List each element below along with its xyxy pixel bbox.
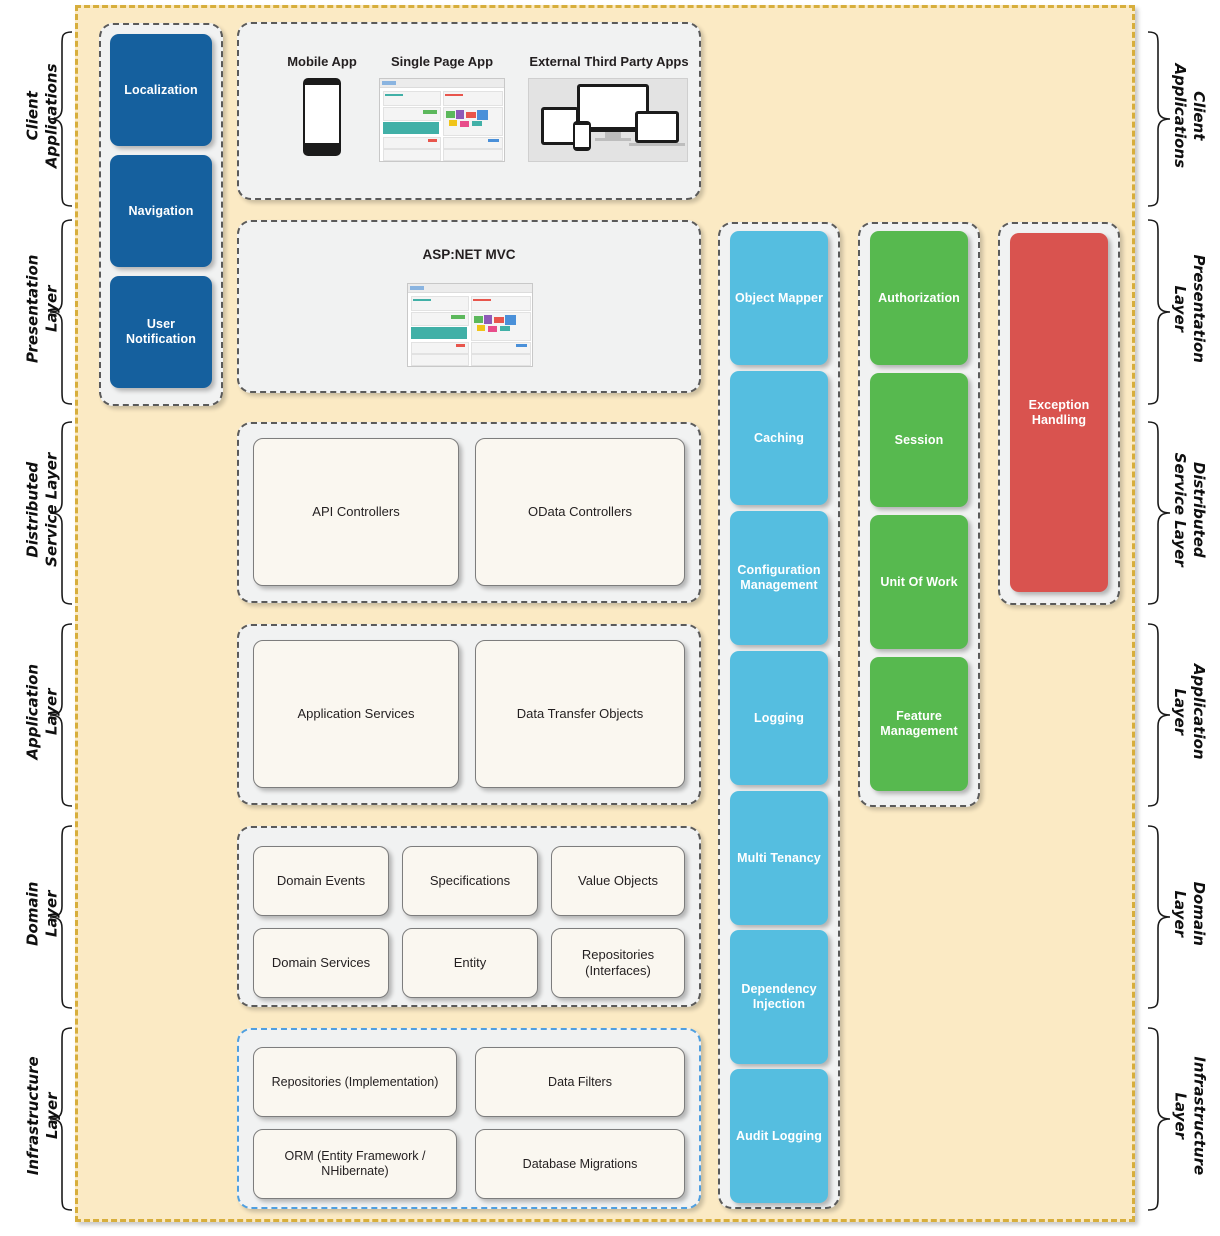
side-label-right-client-applications: Client Applications [1171, 63, 1208, 169]
card-domain-events[interactable]: Domain Events [253, 846, 389, 916]
brace-left-infrastructure-layer [48, 1026, 74, 1212]
card-unit-of-work[interactable]: Unit Of Work [870, 515, 968, 649]
card-multi-tenancy[interactable]: Multi Tenancy [730, 791, 828, 925]
brace-left-application-layer [48, 622, 74, 808]
side-label-left-infrastructure-layer: Infrastructure Layer [23, 1056, 61, 1176]
brace-right-presentation-layer [1146, 218, 1172, 406]
card-dependency-injection[interactable]: Dependency Injection [730, 930, 828, 1064]
brace-right-distributed-service-layer [1146, 420, 1172, 606]
mobile-app-screenshot [303, 78, 341, 156]
card-authorization[interactable]: Authorization [870, 231, 968, 365]
card-user-notification[interactable]: User Notification [110, 276, 212, 388]
side-label-left-distributed-service-layer: Distributed Service Layer [23, 452, 60, 567]
side-label-left-client-applications: Client Applications [23, 63, 60, 169]
card-database-migrations[interactable]: Database Migrations [475, 1129, 685, 1199]
brace-left-domain-layer [48, 824, 74, 1010]
card-logging[interactable]: Logging [730, 651, 828, 785]
card-specifications[interactable]: Specifications [402, 846, 538, 916]
card-localization[interactable]: Localization [110, 34, 212, 146]
card-audit-logging[interactable]: Audit Logging [730, 1069, 828, 1203]
side-label-right-distributed-service-layer: Distributed Service Layer [1171, 452, 1208, 567]
card-repositories-interfaces[interactable]: Repositories (Interfaces) [551, 928, 685, 998]
card-domain-services[interactable]: Domain Services [253, 928, 389, 998]
spa-dashboard-screenshot [379, 78, 505, 162]
brace-right-domain-layer [1146, 824, 1172, 1010]
presentation-title: ASP:NET MVC [422, 247, 516, 262]
card-caching[interactable]: Caching [730, 371, 828, 505]
card-orm[interactable]: ORM (Entity Framework / NHibernate) [253, 1129, 457, 1199]
brace-left-client-applications [48, 30, 74, 208]
card-repositories-implementation[interactable]: Repositories (Implementation) [253, 1047, 457, 1117]
card-session[interactable]: Session [870, 373, 968, 507]
card-configuration-management[interactable]: Configuration Management [730, 511, 828, 645]
mvc-dashboard-screenshot [407, 283, 533, 367]
card-value-objects[interactable]: Value Objects [551, 846, 685, 916]
side-label-right-presentation-layer: Presentation Layer [1171, 254, 1208, 363]
card-odata-controllers[interactable]: OData Controllers [475, 438, 685, 586]
brace-right-infrastructure-layer [1146, 1026, 1172, 1212]
side-label-left-domain-layer: Domain Layer [23, 881, 60, 946]
card-entity[interactable]: Entity [402, 928, 538, 998]
label-single-page-app: Single Page App [390, 54, 494, 69]
side-label-right-application-layer: Application Layer [1171, 663, 1208, 760]
multi-device-screenshot [528, 78, 688, 162]
label-mobile-app: Mobile App [287, 54, 357, 69]
card-object-mapper[interactable]: Object Mapper [730, 231, 828, 365]
brace-left-distributed-service-layer [48, 420, 74, 606]
brace-right-client-applications [1146, 30, 1172, 208]
brace-right-application-layer [1146, 622, 1172, 808]
card-navigation[interactable]: Navigation [110, 155, 212, 267]
card-data-transfer-objects[interactable]: Data Transfer Objects [475, 640, 685, 788]
card-exception-handling[interactable]: Exception Handling [1010, 233, 1108, 592]
label-external-third-party-apps: External Third Party Apps [529, 54, 689, 69]
card-feature-management[interactable]: Feature Management [870, 657, 968, 791]
side-label-left-presentation-layer: Presentation Layer [23, 254, 60, 363]
card-application-services[interactable]: Application Services [253, 640, 459, 788]
card-api-controllers[interactable]: API Controllers [253, 438, 459, 586]
side-label-left-application-layer: Application Layer [23, 663, 60, 760]
brace-left-presentation-layer [48, 218, 74, 406]
side-label-right-infrastructure-layer: Infrastructure Layer [1171, 1056, 1209, 1176]
card-data-filters[interactable]: Data Filters [475, 1047, 685, 1117]
side-label-right-domain-layer: Domain Layer [1171, 881, 1208, 946]
